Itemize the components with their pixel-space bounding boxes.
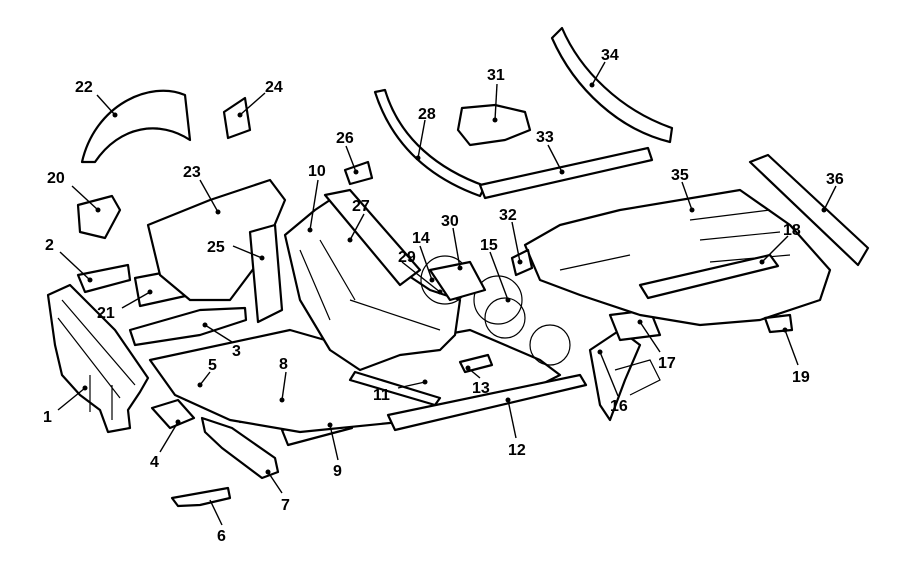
- callout-8: 8: [279, 356, 288, 373]
- callout-27: 27: [352, 198, 370, 215]
- callout-10: 10: [308, 163, 326, 180]
- part-19: [763, 313, 794, 334]
- callout-19: 19: [792, 369, 810, 386]
- callout-20: 20: [47, 170, 65, 187]
- callout-23: 23: [183, 164, 201, 181]
- part-27: [323, 188, 422, 287]
- callout-4: 4: [150, 454, 159, 471]
- callout-24: 24: [265, 79, 283, 96]
- part-22-wheelarch: [80, 89, 192, 164]
- callout-31: 31: [487, 67, 505, 84]
- part-35-rear-floor: [523, 188, 832, 327]
- part-4: [150, 398, 196, 430]
- part-15: [428, 260, 487, 302]
- callout-2: 2: [45, 237, 54, 254]
- part-25: [248, 223, 284, 324]
- callout-30: 30: [441, 213, 459, 230]
- callout-labels: 1 2 3 4 5 6 7 8 9 10 11 12 13 14 15 16 1…: [43, 47, 844, 545]
- part-18-rear-crossmember: [638, 253, 780, 300]
- part-3: [128, 306, 248, 347]
- callout-12: 12: [508, 442, 526, 459]
- callout-11: 11: [373, 387, 390, 404]
- part-2: [76, 263, 132, 294]
- part-24: [222, 96, 252, 140]
- callout-3: 3: [232, 343, 241, 360]
- callout-21: 21: [97, 305, 115, 322]
- leader-lines: [57, 61, 837, 526]
- callout-14: 14: [412, 230, 430, 247]
- part-33-rail: [478, 146, 654, 200]
- part-6: [170, 486, 232, 508]
- callout-22: 22: [75, 79, 93, 96]
- callout-16: 16: [610, 398, 628, 415]
- callout-28: 28: [418, 106, 436, 123]
- callout-33: 33: [536, 129, 554, 146]
- callout-18: 18: [783, 222, 801, 239]
- callout-36: 36: [826, 171, 844, 188]
- callout-35: 35: [671, 167, 689, 184]
- callout-5: 5: [208, 357, 217, 374]
- callout-1: 1: [43, 409, 52, 426]
- part-34-header: [550, 26, 674, 144]
- callout-15: 15: [480, 237, 498, 254]
- callout-17: 17: [658, 355, 676, 372]
- callout-29: 29: [398, 249, 416, 266]
- part-12-sill: [386, 373, 588, 432]
- part-36-rear-panel: [748, 153, 870, 267]
- part-1-front-crossmember: [46, 283, 150, 434]
- callout-13: 13: [472, 380, 490, 397]
- callout-6: 6: [217, 528, 226, 545]
- callout-7: 7: [281, 497, 290, 514]
- callout-34: 34: [601, 47, 619, 64]
- callout-25: 25: [207, 239, 225, 256]
- part-20: [76, 194, 122, 240]
- callout-32: 32: [499, 207, 517, 224]
- callout-9: 9: [333, 463, 342, 480]
- part-31: [456, 103, 532, 147]
- parts-drawing: [46, 26, 870, 508]
- part-26: [343, 160, 374, 186]
- callout-26: 26: [336, 130, 354, 147]
